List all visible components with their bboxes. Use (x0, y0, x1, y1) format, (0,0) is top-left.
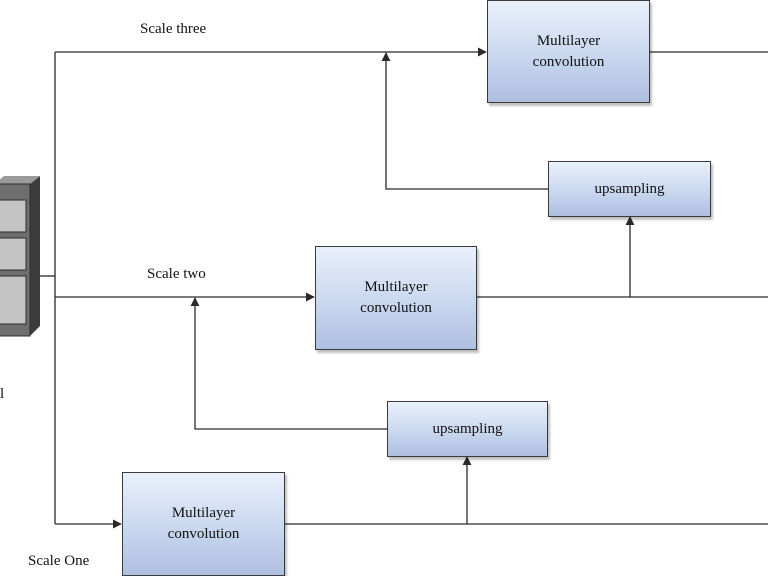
upsampling-box-upper-text: upsampling (594, 180, 665, 197)
conv-box-scale-three-text: Multilayer convolution (532, 32, 605, 70)
edge-glyph-label: l (0, 386, 5, 402)
conv-box-scale-three: Multilayer convolution (487, 0, 650, 103)
conv-box-scale-two-text: Multilayer convolution (360, 279, 432, 316)
server-icon (0, 176, 40, 337)
upsampling-box-upper: upsampling (548, 161, 711, 217)
conv-box-scale-one-text: Multilayer convolution (167, 505, 240, 542)
upsampling-box-lower-text: upsampling (432, 420, 503, 437)
arrow-upsampling-lower-to-scale-two (190, 297, 387, 430)
scale-three-label: Scale three (140, 21, 207, 37)
scale-two-label: Scale two (147, 266, 206, 282)
conv-box-scale-two: Multilayer convolution (315, 246, 477, 350)
conv-box-scale-one: Multilayer convolution (122, 472, 285, 576)
upsampling-box-lower: upsampling (387, 401, 548, 457)
scale-one-label: Scale One (28, 553, 90, 569)
arrow-upsampling-upper-to-scale-three (381, 52, 548, 190)
